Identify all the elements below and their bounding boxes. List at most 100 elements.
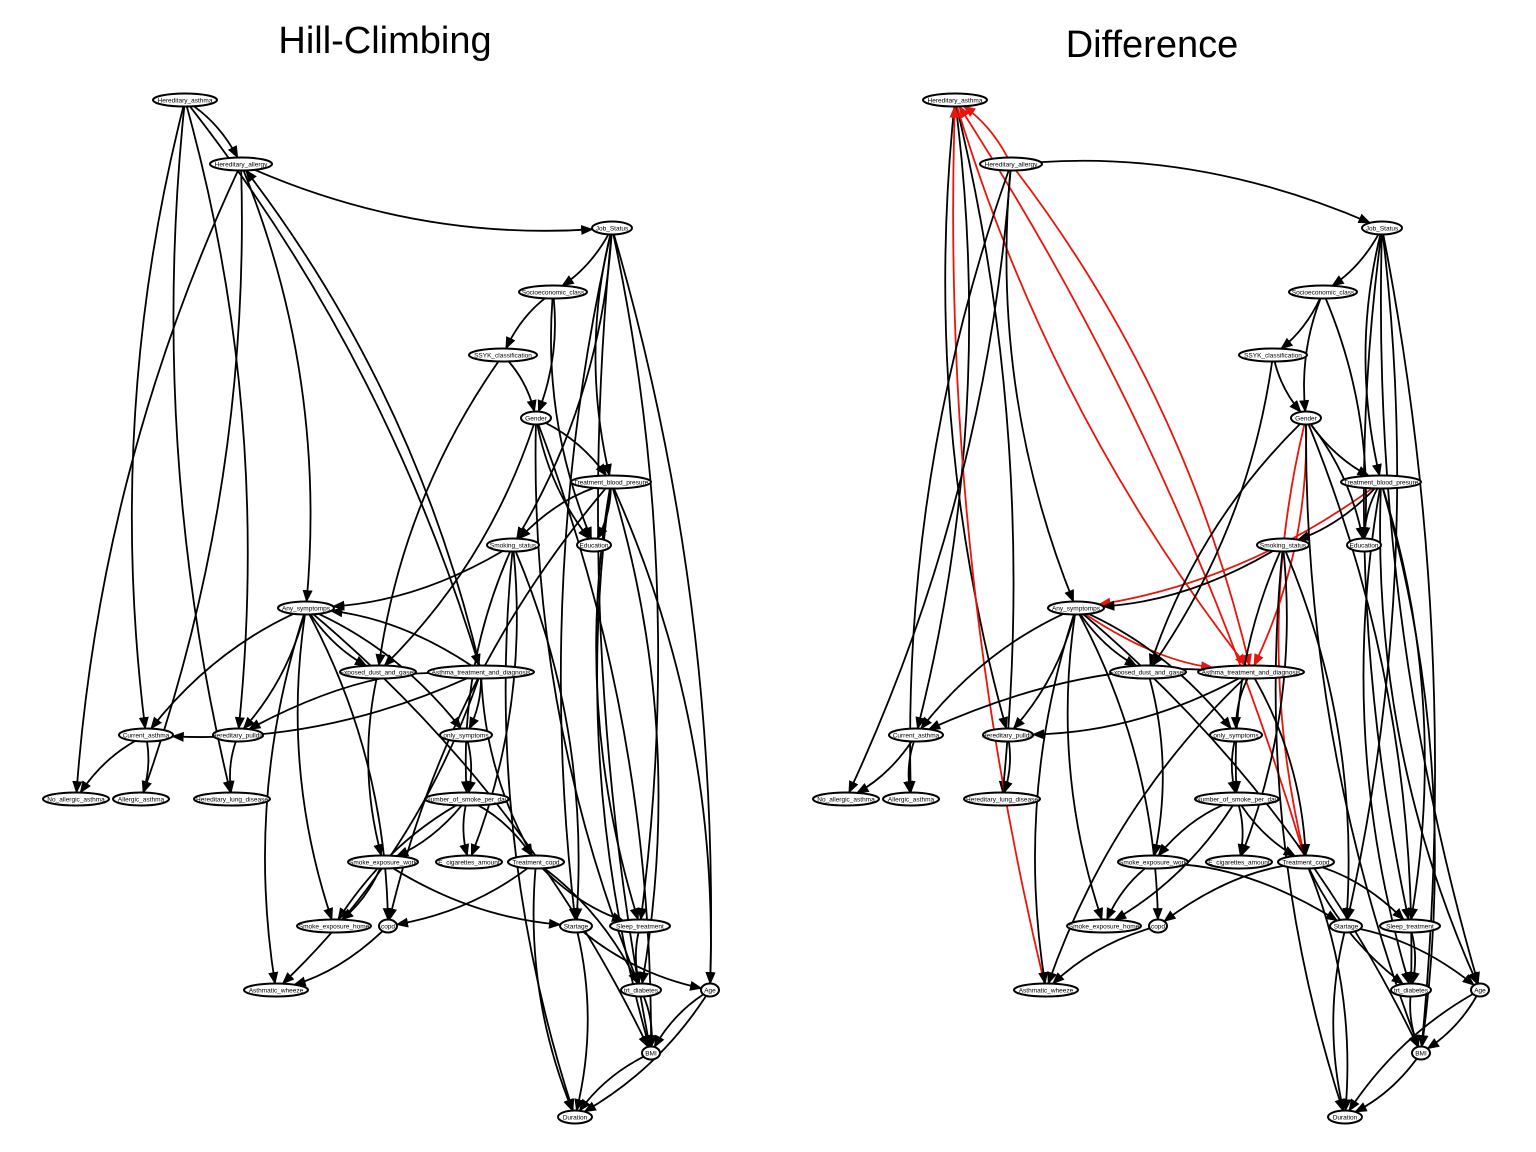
node-ellipse	[1277, 854, 1335, 870]
edge-Number_of_smoke_per_day-to-Smoke_exposure_home	[337, 804, 457, 921]
node-label: copd	[381, 923, 395, 930]
node-label: Allergic_asthma	[888, 796, 935, 803]
node-label: E_cigarettes_amount	[438, 859, 500, 866]
nodes: Hereditary_asthmaHereditary_allergyJob_S…	[812, 92, 1490, 1125]
node-label: only_symptoms	[1213, 732, 1259, 739]
node-Hereditary_asthma: Hereditary_asthma	[152, 92, 218, 108]
node-label: Age	[704, 987, 716, 994]
edge-Sleep_treatment-to-trt_diabetes	[631, 932, 642, 985]
edge-Any_symptomps-to-Current_asthma	[920, 612, 1064, 730]
node-label: Treatment_copd	[1282, 859, 1329, 866]
edge-Asthma_treatment_and_diagnosis-to-Hereditary_pulldis	[1031, 677, 1240, 740]
node-label: Education	[580, 542, 609, 549]
edge-copd-to-Asthmatic_wheeze	[293, 930, 384, 987]
edge-Asthma_treatment_and_diagnosis-to-Any_symptomps	[329, 607, 472, 667]
edge-Treatment_blood_presure-to-Education	[1359, 488, 1379, 540]
node-ellipse	[1209, 727, 1263, 743]
node-Age: Age	[1470, 982, 1490, 998]
node-label: Hereditary_asthma	[928, 97, 983, 104]
node-ellipse	[1390, 982, 1432, 998]
node-ellipse	[1340, 474, 1422, 490]
edge-Treatment_blood_presure-to-Age	[1379, 488, 1479, 985]
edge-Hereditary_allergy-to-Job_Status	[254, 168, 594, 236]
edge-Gender-to-BMI	[1305, 424, 1420, 1048]
edge-Current_asthma-to-Allergic_asthma	[903, 741, 915, 794]
node-ellipse	[468, 347, 538, 363]
node-ellipse	[42, 791, 110, 807]
edge-Age-to-Duration	[1348, 993, 1474, 1112]
node-Hereditary_lung_disease: Hereditary_lung_disease	[963, 791, 1041, 807]
node-BMI: BMI	[641, 1045, 661, 1061]
edge-copd-to-Asthmatic_wheeze	[1051, 927, 1150, 985]
edge-Startage-to-Duration	[574, 932, 589, 1112]
edge-Asthma_treatment_and_diagnosis-to-Treatment_copd	[1253, 678, 1311, 857]
node-ellipse	[1109, 664, 1187, 680]
node-label: Duration	[563, 1114, 588, 1121]
edge-Number_of_smoke_per_day-to-Treatment_copd	[1240, 804, 1297, 857]
node-label: Socioeconomic_class	[522, 289, 585, 296]
node-ellipse	[559, 918, 593, 934]
edge-Hereditary_allergy-to-Allergic_asthma	[142, 170, 243, 794]
node-Allergic_asthma: Allergic_asthma	[112, 791, 170, 807]
edge-Hereditary_asthma-to-Hereditary_lung_disease	[172, 106, 233, 794]
edge-Number_of_smoke_per_day-to-E_cigarettes_amount	[459, 805, 470, 857]
node-label: Hereditary_pulldis	[982, 732, 1035, 739]
node-ellipse	[1197, 664, 1305, 680]
node-label: Asthmatic_wheeze	[249, 987, 304, 994]
node-Startage: Startage	[559, 918, 593, 934]
edge-only_symptoms-to-Number_of_smoke_per_day	[466, 741, 476, 794]
edge-Hereditary_asthma-to-Hereditary_pulldis	[944, 106, 1009, 730]
node-label: Hereditary_lung_disease	[966, 796, 1038, 803]
node-label: Sleep_treatment	[616, 923, 664, 930]
node-Treatment_blood_presure: Treatment_blood_presure	[570, 474, 652, 490]
node-ellipse	[609, 918, 671, 934]
edge-Any_symptomps-to-Current_asthma	[150, 612, 294, 730]
node-label: Startage	[564, 923, 589, 930]
edge-Treatment_copd-to-Hereditary_asthma	[958, 105, 1305, 856]
node-ellipse	[888, 727, 944, 743]
node-label: only_symptoms	[443, 732, 489, 739]
edge-SSYK_classification-to-Exposed_dust_and_gases	[1151, 361, 1273, 667]
edge-Gender-to-Treatment_blood_presure	[545, 422, 608, 477]
edge-Hereditary_pulldis-to-Hereditary_lung_disease	[1003, 741, 1013, 794]
edge-Treatment_blood_presure-to-BMI	[596, 488, 651, 1048]
node-label: Exposed_dust_and_gases	[1110, 669, 1187, 676]
edge-Smoking_status-to-Startage	[514, 551, 583, 921]
node-ellipse	[518, 284, 588, 300]
edge-Treatment_copd-to-Duration	[532, 868, 574, 1112]
node-label: trt_diabetes	[624, 987, 659, 994]
edge-Hereditary_asthma-to-Hereditary_allergy	[193, 105, 239, 159]
edge-Current_asthma-to-No_allergic_asthma	[79, 740, 136, 794]
node-ellipse	[112, 791, 170, 807]
edge-Gender-to-trt_diabetes	[1307, 424, 1417, 985]
edge-Gender-to-Exposed_dust_and_gases	[383, 424, 535, 667]
node-label: Treatment_copd	[512, 859, 559, 866]
edge-Current_asthma-to-Allergic_asthma	[141, 741, 152, 794]
node-E_cigarettes_amount: E_cigarettes_amount	[1205, 854, 1273, 870]
node-label: Smoking_status	[490, 542, 537, 549]
edge-Hereditary_allergy-to-Asthma_treatment_and_diagnosis	[1015, 169, 1252, 667]
node-ellipse	[347, 854, 419, 870]
node-ellipse	[193, 791, 271, 807]
node-Hereditary_asthma: Hereditary_asthma	[922, 92, 988, 108]
edge-Hereditary_asthma-to-Hereditary_pulldis	[185, 106, 249, 730]
edge-Smoking_status-to-Duration	[1274, 551, 1345, 1112]
edge-Asthma_treatment_and_diagnosis-to-Asthmatic_wheeze	[281, 678, 480, 985]
node-ellipse	[1047, 600, 1105, 616]
node-Asthmatic_wheeze: Asthmatic_wheeze	[243, 982, 309, 998]
node-ellipse	[1013, 982, 1079, 998]
node-ellipse	[1205, 854, 1273, 870]
node-label: Hereditary_pulldis	[212, 732, 265, 739]
node-Hereditary_lung_disease: Hereditary_lung_disease	[193, 791, 271, 807]
node-label: copd	[1151, 923, 1165, 930]
node-ellipse	[641, 1045, 661, 1061]
edge-Job_Status-to-Startage	[1345, 234, 1399, 921]
node-ellipse	[378, 918, 398, 934]
node-Exposed_dust_and_gases: Exposed_dust_and_gases	[339, 664, 417, 680]
node-Any_symptomps: Any_symptomps	[1047, 600, 1105, 616]
node-Sleep_treatment: Sleep_treatment	[1379, 918, 1441, 934]
node-label: Smoke_exposure_home	[299, 923, 370, 930]
edge-Hereditary_asthma-to-Current_asthma	[915, 106, 971, 730]
node-ellipse	[243, 982, 309, 998]
